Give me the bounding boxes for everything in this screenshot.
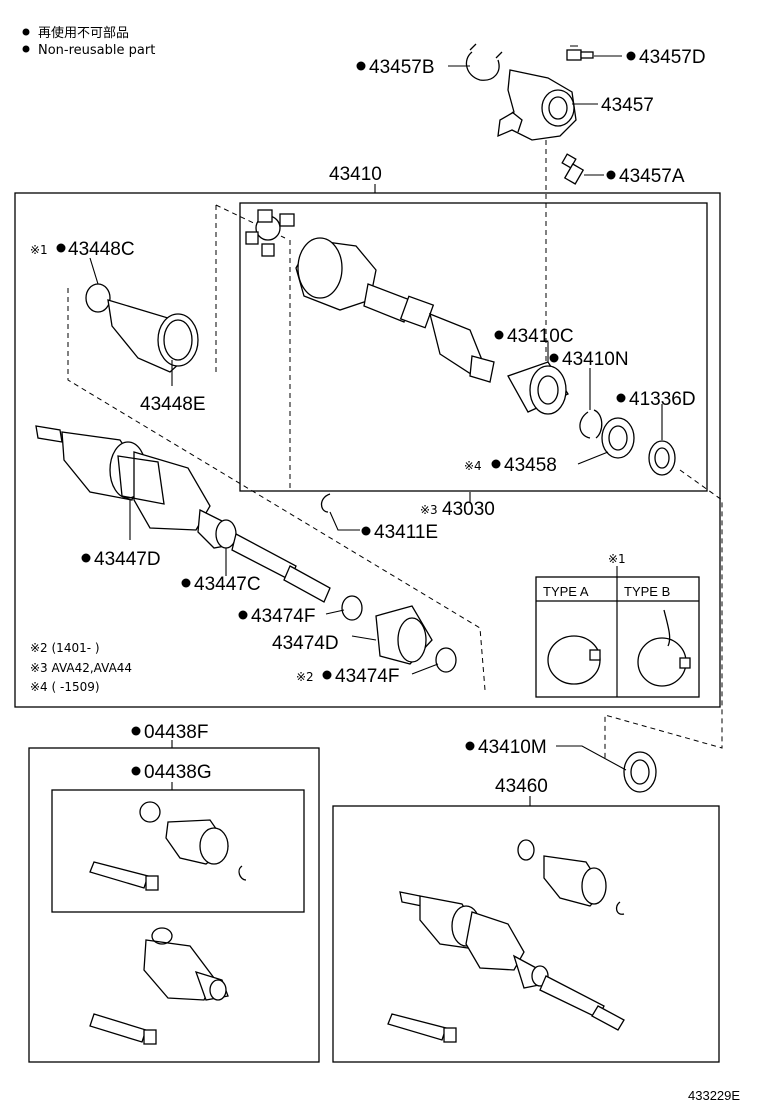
label-43474F-2: 43474F (335, 666, 399, 687)
kit-04438F-parts-icon (89, 927, 229, 1045)
note-4: ※4 ( -1509) (30, 680, 100, 694)
part-labels: 43457B 43457D 43457 43457A 43410 ※1 4344… (30, 47, 740, 1103)
label-43030: 43030 (442, 499, 495, 520)
label-43457B: 43457B (369, 57, 435, 78)
label-43457D: 43457D (639, 47, 706, 68)
legend-en: Non-reusable part (38, 43, 155, 58)
label-43410N: 43410N (562, 349, 629, 370)
label-43448E: 43448E (140, 394, 206, 415)
mark-3-43030: ※3 (420, 503, 438, 517)
kit-04438G-box (51, 789, 305, 913)
mark-1-43448C: ※1 (30, 243, 48, 257)
note-3: ※3 AVA42,AVA44 (30, 661, 132, 675)
boot-43448E-icon (85, 283, 199, 373)
label-43410C: 43410C (507, 326, 574, 347)
label-43410M: 43410M (478, 737, 547, 758)
main-assembly-box (14, 192, 721, 708)
boot-43474D-icon (375, 605, 433, 665)
snap-ring-43410N-icon (579, 409, 603, 439)
assembly-43460-box (332, 805, 720, 1063)
outer-joint-43447D-icon (35, 425, 237, 549)
kit-04438G-parts-icon (89, 801, 247, 891)
label-43457A: 43457A (619, 166, 685, 187)
figure-id: 433229E (688, 1088, 740, 1103)
label-43474D: 43474D (272, 633, 339, 654)
label-43460: 43460 (495, 776, 548, 797)
label-04438G: 04438G (144, 762, 212, 783)
clamp-type-a-icon (547, 635, 601, 685)
legend-jp: 再使用不可部品 (38, 25, 129, 41)
seal-43458-icon (601, 417, 635, 459)
bearing-43410C-icon (507, 361, 569, 415)
label-41336D: 41336D (629, 389, 696, 410)
shaft-icon (231, 533, 331, 603)
inner-joint-box (239, 202, 708, 492)
label-43448C: 43448C (68, 239, 135, 260)
mark-4-43458: ※4 (464, 459, 482, 473)
leader-lines (89, 55, 663, 806)
legend-dot-icon (22, 28, 30, 36)
bolt-43457D-icon (566, 45, 594, 61)
label-43447D: 43447D (94, 549, 161, 570)
label-43447C: 43447C (194, 574, 261, 595)
legend-dot-icon (22, 45, 30, 53)
kit-04438F-box (28, 747, 320, 1063)
clamp-43474F-icon (341, 595, 457, 673)
label-04438F: 04438F (144, 722, 208, 743)
mark-1-type: ※1 (608, 552, 626, 566)
assembly-43460-parts-icon (387, 839, 625, 1043)
bolt-43457A-icon (561, 153, 585, 185)
label-43474F-1: 43474F (251, 606, 315, 627)
note-2: ※2 (1401- ) (30, 641, 100, 655)
clamp-type-b-icon (637, 609, 691, 687)
label-43411E: 43411E (374, 522, 438, 543)
type-a-label: TYPE A (543, 584, 589, 599)
seal-43410M-icon (623, 751, 657, 793)
label-43458: 43458 (504, 455, 557, 476)
mark-2-43474F: ※2 (296, 670, 314, 684)
clip-43457B-icon (465, 43, 503, 81)
type-b-label: TYPE B (624, 584, 670, 599)
label-43410: 43410 (329, 164, 382, 185)
tripod-joint-icon (245, 209, 295, 257)
bracket-43457-icon (497, 69, 577, 141)
label-43457: 43457 (601, 95, 654, 116)
legend: 再使用不可部品 Non-reusable part (22, 25, 155, 58)
snap-ring-43411E-icon (320, 493, 331, 513)
seal-41336D-icon (648, 440, 676, 476)
outer-race-43030-icon (295, 237, 495, 383)
